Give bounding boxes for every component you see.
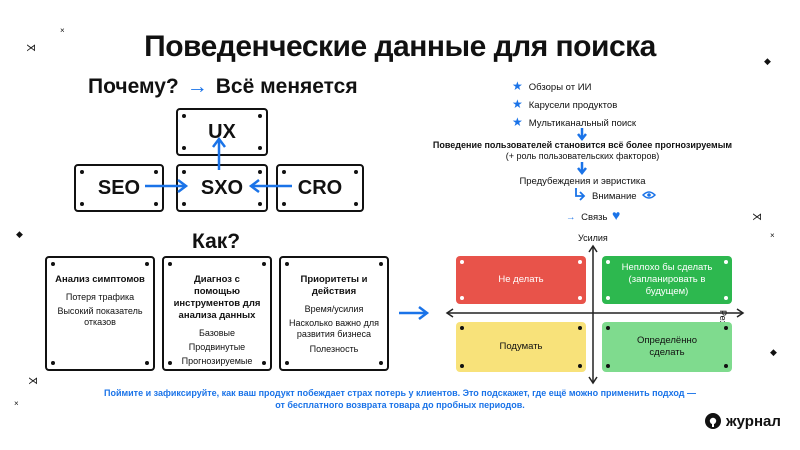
quadrant-nice-to-have: Неплохо бы сделать (запланировать в буду… xyxy=(602,256,732,304)
seo-plate: SEO xyxy=(74,164,164,212)
right-list-item: ★Мультиканальный поиск xyxy=(512,115,637,129)
right-arrow-icon: → xyxy=(566,212,576,223)
heart-icon: ♥ xyxy=(612,207,621,223)
card-heading: Анализ симптомов xyxy=(55,274,145,285)
sparkle-icon: × xyxy=(770,231,775,240)
quadrant-definitely-do: Определённо сделать xyxy=(602,322,732,372)
star-icon: ★ xyxy=(512,97,523,111)
quadrant-think: Подумать xyxy=(456,322,586,372)
connection-row: → Связь ♥ xyxy=(566,207,620,223)
sparkle-icon: ⋊ xyxy=(752,212,762,223)
seo-label: SEO xyxy=(97,176,141,199)
sparkle-icon: × xyxy=(14,399,19,408)
why-row: Почему? → Всё меняется xyxy=(88,75,358,99)
connection-label: Связь xyxy=(581,212,608,223)
card-item: Продвинутые xyxy=(188,341,246,352)
card-item: Прогнозируемые xyxy=(181,356,253,366)
card-item: Полезность xyxy=(309,343,359,354)
sparkle-icon: ⋊ xyxy=(26,43,36,54)
changes-label: Всё меняется xyxy=(215,75,358,98)
biases-text: Предубеждения и эвристика xyxy=(519,176,646,187)
diamond-icon: ◆ xyxy=(16,229,23,239)
cro-to-sxo-arrowhead xyxy=(248,179,260,193)
brand-logo[interactable]: журнал xyxy=(704,412,781,430)
star-icon: ★ xyxy=(512,79,523,93)
cro-label: CRO xyxy=(297,176,343,199)
brand-logo-icon xyxy=(705,413,721,429)
behavior-text: Поведение пользователей становится всё б… xyxy=(432,140,733,150)
card-item: Насколько важно для развития бизнеса xyxy=(289,318,379,340)
diamond-icon: ◆ xyxy=(770,347,777,357)
page-title: Поведенческие данные для поиска xyxy=(144,30,656,63)
attention-row: Внимание xyxy=(592,190,657,202)
card-heading: Приоритеты и действия xyxy=(300,274,368,297)
sxo-label: SXO xyxy=(200,176,244,199)
card-symptoms: Анализ симптомов Потеря трафика Высокий … xyxy=(45,256,155,371)
card-item: Время/усилия xyxy=(304,303,364,314)
card-diagnosis: Диагноз с помощью инструментов для анали… xyxy=(162,256,272,371)
behavior-sub-text: (+ роль пользовательских факторов) xyxy=(505,151,660,161)
seo-to-sxo-arrowhead xyxy=(177,179,189,193)
how-heading: Как? xyxy=(192,230,241,253)
cro-plate: CRO xyxy=(276,164,364,212)
card-heading: Диагноз с помощью инструментов для анали… xyxy=(173,274,261,321)
y-axis-label: Усилия xyxy=(578,233,608,243)
card-priorities: Приоритеты и действия Время/усилия Наско… xyxy=(279,256,389,371)
ux-label: UX xyxy=(208,120,236,143)
sxo-to-ux-arrowhead xyxy=(212,136,226,148)
ux-plate: UX xyxy=(176,108,268,156)
sparkle-icon: ⋊ xyxy=(28,376,38,387)
footer-text: Поймите и зафиксируйте, как ваш продукт … xyxy=(103,388,697,411)
brand-name: журнал xyxy=(726,412,781,430)
star-icon: ★ xyxy=(512,115,523,129)
right-list-item: ★Карусели продуктов xyxy=(512,97,618,111)
card-item: Высокий показатель отказов xyxy=(57,306,143,328)
card-item: Базовые xyxy=(198,327,236,338)
sparkle-icon: × xyxy=(60,26,65,35)
why-label: Почему? xyxy=(88,75,179,98)
right-arrow-icon: → xyxy=(186,75,208,98)
right-list-item: ★Обзоры от ИИ xyxy=(512,79,592,93)
diamond-icon: ◆ xyxy=(764,56,771,66)
attention-label: Внимание xyxy=(592,191,637,202)
eye-icon xyxy=(642,191,657,199)
card-item: Потеря трафика xyxy=(65,291,135,302)
cards-to-matrix-arrowhead xyxy=(418,306,430,320)
quadrant-dont-do: Не делать xyxy=(456,256,586,304)
